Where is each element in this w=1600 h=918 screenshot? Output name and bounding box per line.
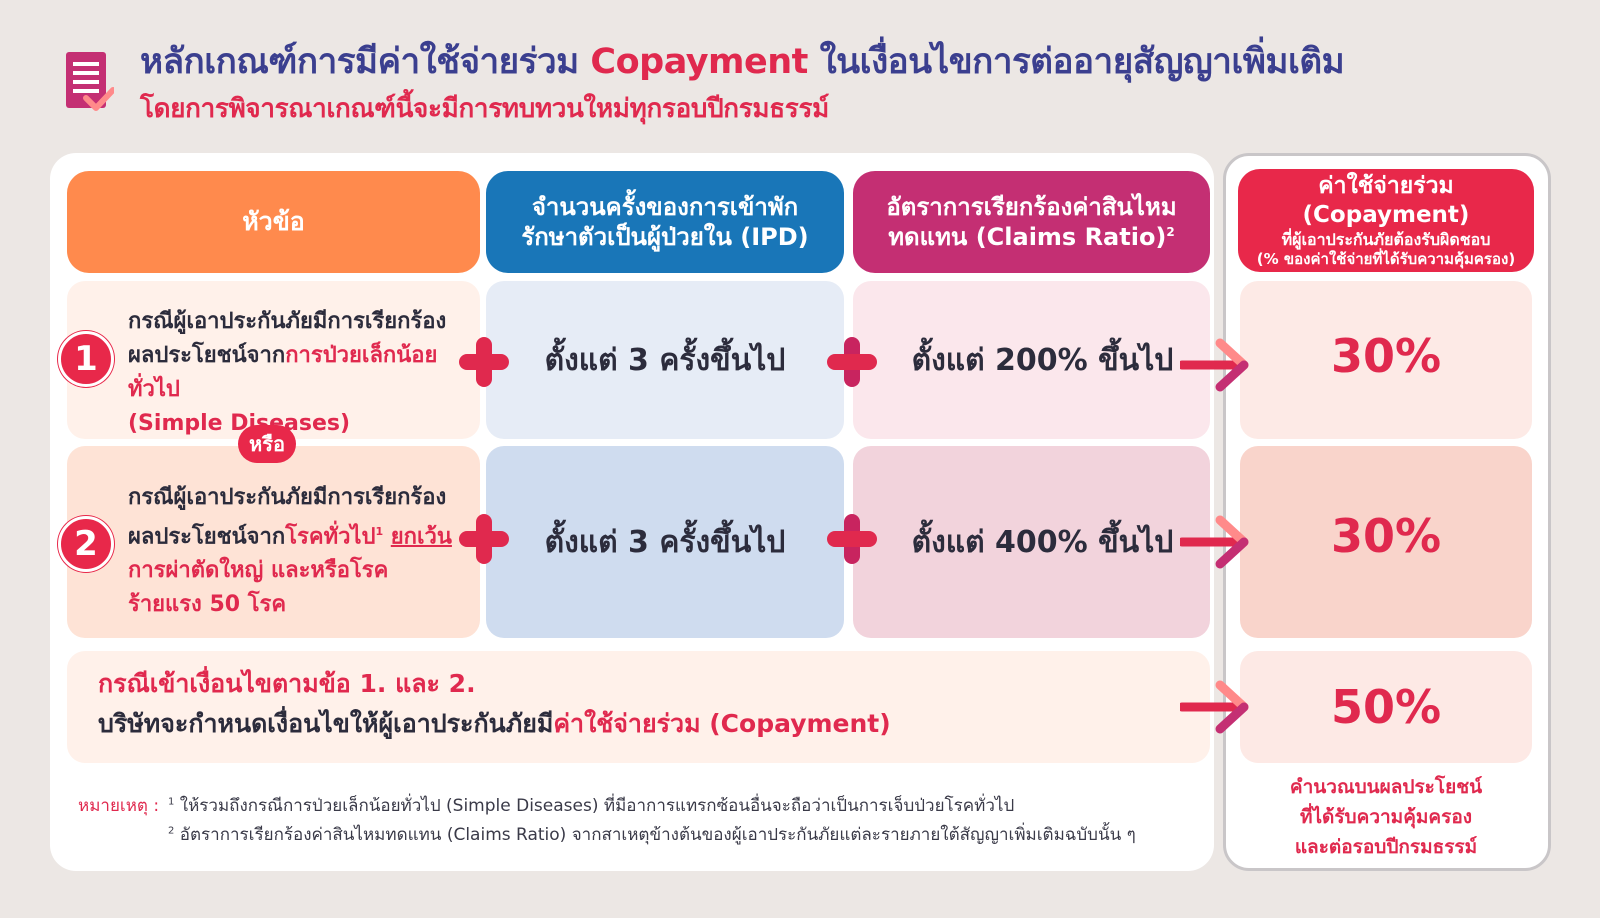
row1-claims-value: ตั้งแต่ 200% ขึ้นไป (911, 342, 1174, 378)
row2-copay-cell (1240, 446, 1532, 638)
row2-copay-value: 30% (1330, 509, 1442, 563)
row2-topic-text: กรณีผู้เอาประกันภัยมีการเรียกร้อง ผลประโ… (128, 485, 452, 618)
notes-label: หมายเหตุ : (78, 796, 160, 816)
column-header-topic: หัวข้อ (67, 171, 480, 273)
row2-ipd-cell (486, 446, 844, 638)
row2-number-badge: 2 (58, 516, 114, 572)
document-check-icon (66, 52, 114, 111)
row2-claims-value: ตั้งแต่ 400% ขึ้นไป (911, 524, 1174, 560)
plus-icon (827, 337, 877, 387)
combined-condition-text: กรณีเข้าเงื่อนไขตามข้อ 1. และ 2. บริษัทจ… (98, 669, 891, 738)
column-header-claims-ratio: อัตราการเรียกร้องค่าสินไหม ทดแทน (Claims… (853, 171, 1210, 273)
combined-condition-cell (67, 651, 1210, 763)
column-header-copayment: ค่าใช้จ่ายร่วม (Copayment) ที่ผู้เอาประก… (1238, 169, 1534, 272)
arrow-right-icon (1180, 515, 1249, 569)
combined-copay-value: 50% (1330, 680, 1442, 734)
combined-copay-cell (1240, 651, 1532, 763)
row1-ipd-value: ตั้งแต่ 3 ครั้งขึ้นไป (544, 342, 786, 378)
arrow-right-icon (1180, 338, 1249, 392)
row1-number-badge: 1 (58, 331, 114, 387)
row2-topic-cell (67, 446, 480, 638)
row1-claims-cell (853, 281, 1210, 439)
footnote-1: 1 ให้รวมถึงกรณีการป่วยเล็กน้อยทั่วไป (Si… (168, 796, 1015, 816)
title-accent: Copayment (590, 42, 808, 82)
page-subtitle: โดยการพิจารณาเกณฑ์นี้จะมีการทบทวนใหม่ทุก… (140, 94, 829, 124)
column-header-ipd: จำนวนครั้งของการเข้าพัก รักษาตัวเป็นผู้ป… (486, 171, 844, 273)
plus-icon (459, 514, 509, 564)
or-badge: หรือ (238, 425, 296, 463)
page-title: หลักเกณฑ์การมีค่าใช้จ่ายร่วม Copayment ใ… (140, 42, 1345, 82)
row1-copay-value: 30% (1330, 329, 1442, 383)
row1-topic-cell (67, 281, 480, 439)
plus-icon (459, 337, 509, 387)
row2-ipd-value: ตั้งแต่ 3 ครั้งขึ้นไป (544, 524, 786, 560)
footnote-2: 2 อัตราการเรียกร้องค่าสินไหมทดแทน (Claim… (168, 825, 1136, 845)
row1-copay-cell (1240, 281, 1532, 439)
row2-claims-cell (853, 446, 1210, 638)
arrow-right-icon (1180, 680, 1249, 734)
copay-calculation-note: คำนวณบนผลประโยชน์ ที่ได้รับความคุ้มครอง … (1289, 776, 1483, 858)
plus-icon (827, 514, 877, 564)
row1-ipd-cell (486, 281, 844, 439)
row1-topic-text: กรณีผู้เอาประกันภัยมีการเรียกร้อง ผลประโ… (128, 309, 447, 436)
